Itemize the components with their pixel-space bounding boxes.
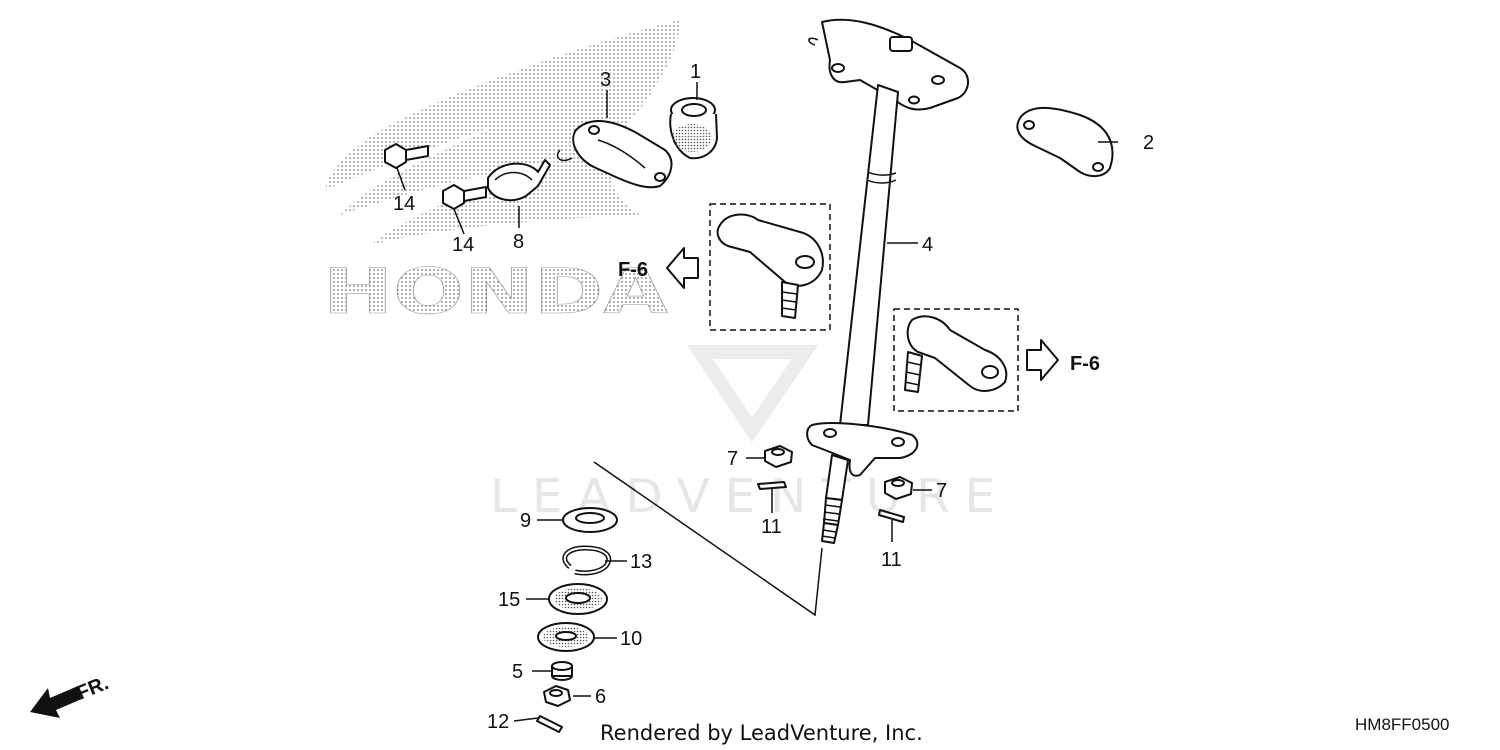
- callout-14-lower: 14: [452, 234, 474, 256]
- diagram-code: HM8FF0500: [1355, 715, 1449, 734]
- part-circlip-13: [562, 545, 612, 576]
- callout-9: 9: [520, 510, 531, 532]
- part-seal-9: [562, 507, 618, 533]
- callout-6: 6: [595, 686, 606, 708]
- reference-label-right: F-6: [1070, 353, 1100, 375]
- honda-logo-text: HONDA: [323, 255, 668, 328]
- part-nut-6: [543, 685, 571, 707]
- callout-10: 10: [620, 628, 642, 650]
- callout-8: 8: [513, 231, 524, 253]
- part-nut-right: [884, 476, 913, 500]
- reference-arrow-right: F-6: [1026, 339, 1100, 381]
- callout-13: 13: [630, 551, 652, 573]
- callout-7-right: 7: [936, 480, 947, 502]
- tie-rod-end-right: [893, 308, 1019, 412]
- reference-arrow-left: F-6: [618, 247, 699, 289]
- part-bolt-lower: [442, 184, 487, 210]
- part-cotter-pin-right: [878, 509, 905, 523]
- part-bearing-10: [537, 622, 595, 652]
- callout-12: 12: [487, 711, 509, 733]
- leader-line: [593, 461, 823, 617]
- front-direction-label: FR.: [74, 672, 112, 704]
- part-bolt-upper: [384, 143, 429, 169]
- callout-5: 5: [512, 661, 523, 683]
- part-cotter-pin-left: [757, 481, 787, 490]
- honda-wing-logo: HONDA: [323, 20, 680, 328]
- part-bearing-15: [548, 583, 608, 615]
- callout-11-right: 11: [881, 549, 902, 571]
- part-collar-5: [551, 661, 573, 681]
- reference-label-left: F-6: [618, 259, 648, 281]
- callout-14-upper: 14: [393, 193, 415, 215]
- tie-rod-end-left: [709, 203, 831, 331]
- part-holder: [556, 120, 673, 189]
- callout-leaders: [396, 82, 1118, 722]
- callout-numbers: 1 2 3 4 5 6 7 7 8 9 10 11 11 12 13 14 14…: [393, 61, 1154, 733]
- callout-11-left: 11: [761, 516, 782, 538]
- callout-2: 2: [1143, 132, 1154, 154]
- callout-1: 1: [690, 61, 701, 83]
- callout-15: 15: [498, 589, 520, 611]
- front-direction-arrow: FR.: [30, 672, 112, 718]
- part-cotter-pin-12: [536, 715, 563, 733]
- callout-4: 4: [922, 234, 933, 256]
- part-clamp: [487, 159, 551, 202]
- part-grommet: [669, 97, 718, 160]
- part-cover: [1016, 106, 1114, 178]
- callout-7-left: 7: [727, 448, 738, 470]
- leadventure-watermark: LEADVENTURE: [490, 345, 996, 523]
- callout-3: 3: [600, 69, 611, 91]
- steering-shaft: [806, 18, 969, 544]
- part-nut-left: [764, 445, 793, 468]
- rendered-by-credit: Rendered by LeadVenture, Inc.: [600, 721, 923, 745]
